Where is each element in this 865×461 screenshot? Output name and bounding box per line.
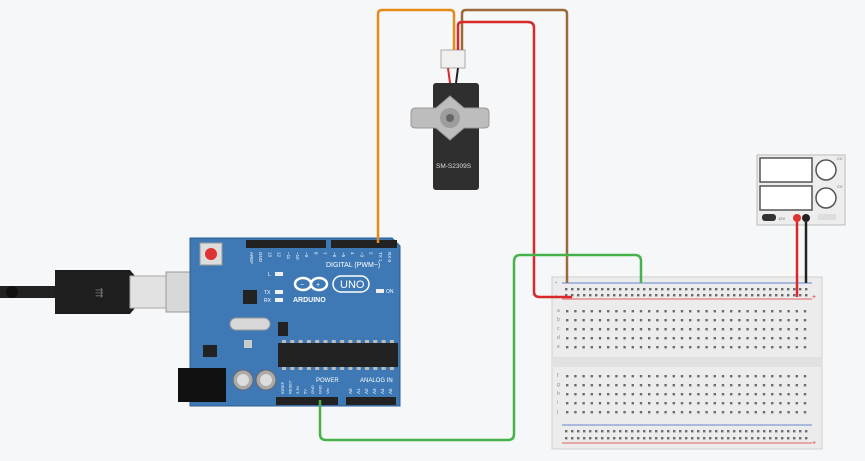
row-letter: h [557,391,560,397]
brown-ground-wire[interactable] [460,8,569,283]
led-label-on: ON [386,289,394,295]
led-label-rx: RX [264,298,272,304]
power-label: POWER [316,378,339,384]
voltage-regulator [203,345,217,357]
row-letter: j [556,409,558,415]
power-header [276,397,338,405]
row-letter: i [557,400,558,406]
current-display [759,185,813,211]
icsp-header [278,322,288,336]
digital-pin-label: 4 [350,252,355,255]
capacitor-small [244,340,252,348]
analog-header [346,397,396,405]
row-letter: c [557,326,560,332]
status-leds: L TX RX ON [264,272,394,304]
analog-pin-label: A2 [364,388,369,394]
row-letter: d [557,335,560,341]
digital-pin-label: 12 [277,252,282,258]
row-letter: g [557,382,560,388]
usb-cable[interactable]: ⇶ [0,270,197,314]
analog-pin-label: A4 [380,388,385,394]
analog-pin-label: A3 [372,388,377,394]
green-ground-wire[interactable] [318,253,643,442]
voltage-knob[interactable] [815,159,837,181]
power-pin-label: IOREF [280,381,285,394]
servo-connector[interactable] [440,49,466,69]
power-supply-label: 12V [778,216,785,221]
digital-pin-label: GND [258,252,263,263]
power-supply[interactable]: CC CV 12V [756,154,846,226]
power-switch[interactable] [762,214,776,221]
arduino-brand-label: ARDUINO [293,297,326,304]
breadboard-holes[interactable] [565,288,808,440]
usb-chip [243,290,257,304]
red-power-wire[interactable] [456,20,572,299]
power-pin-label: RESET [288,380,293,394]
analog-label: ANALOG IN [360,378,393,384]
led-label-tx: TX [264,290,271,296]
digital-pin-labels: AREF GND 13 12 ~11 ~10 ~9 8 7 ~6 ~5 4 ~3 2 TX 1 RX 0 [249,252,392,264]
atmega328-chip [278,343,398,367]
reset-button-cap[interactable] [205,248,217,260]
knob-label-cc: CC [837,156,843,161]
digital-pin-label: ~11 [286,252,291,260]
analog-pin-label: A5 [388,388,393,394]
digital-label: DIGITAL (PWM~) [326,262,380,269]
power-pin-label: 3.3V [295,385,300,394]
analog-pin-label: A0 [348,388,353,394]
digital-pin-label: AREF [249,252,254,264]
power-pin-label: 5V [303,389,308,394]
digital-pin-label: 13 [267,252,272,258]
digital-header-right [331,240,397,248]
wires[interactable] [318,8,808,442]
orange-signal-wire[interactable] [376,8,456,243]
voltage-display [759,157,813,183]
digital-pin-label: ~6 [332,252,337,258]
crystal-oscillator [229,317,271,331]
negative-terminal[interactable] [802,214,810,222]
arduino-uno-board[interactable]: AREF GND 13 12 ~11 ~10 ~9 8 7 ~6 ~5 4 ~3 2 TX 1 RX 0 DI… [178,237,401,407]
digital-pin-label: ~5 [341,252,346,258]
servo-motor[interactable]: SM-S2309S [410,49,490,190]
positive-terminal[interactable] [793,214,801,222]
svg-text:+: + [316,282,320,289]
svg-text:−: − [300,282,304,289]
digital-pin-label: 8 [313,252,318,255]
row-letter: a [557,308,560,314]
digital-pin-label: ~10 [295,252,300,260]
led-label-l: L [268,272,271,278]
servo-label: SM-S2309S [436,163,472,170]
row-letter: f [557,373,559,379]
power-pin-label: GND [318,385,323,394]
usb-symbol-icon: ⇶ [95,287,103,299]
digital-pin-label: ~9 [304,252,309,258]
current-knob[interactable] [815,187,837,209]
digital-pin-label: 2 [369,252,374,255]
rail-minus-label-left: - [555,280,558,287]
digital-pin-label: TX 1 [378,252,383,262]
power-pin-label: Vin [325,388,330,394]
digital-pin-label: 7 [323,252,328,255]
rail-plus-label-bottom: + [812,440,816,447]
knob-label-cv: CV [837,184,843,189]
power-pin-label: GND [310,385,315,394]
digital-pin-label: ~3 [359,252,364,258]
dc-power-jack[interactable] [178,368,226,402]
rail-plus-label-right: + [812,294,816,301]
row-letter: e [557,344,560,350]
row-letter: b [557,317,560,323]
digital-header-left [246,240,326,248]
arduino-logo: − + ARDUINO UNO [293,275,370,304]
arduino-model-label: UNO [340,279,365,291]
chip-pins [282,340,394,370]
digital-pin-label: RX 0 [387,252,392,263]
analog-pin-label: A1 [356,388,361,394]
